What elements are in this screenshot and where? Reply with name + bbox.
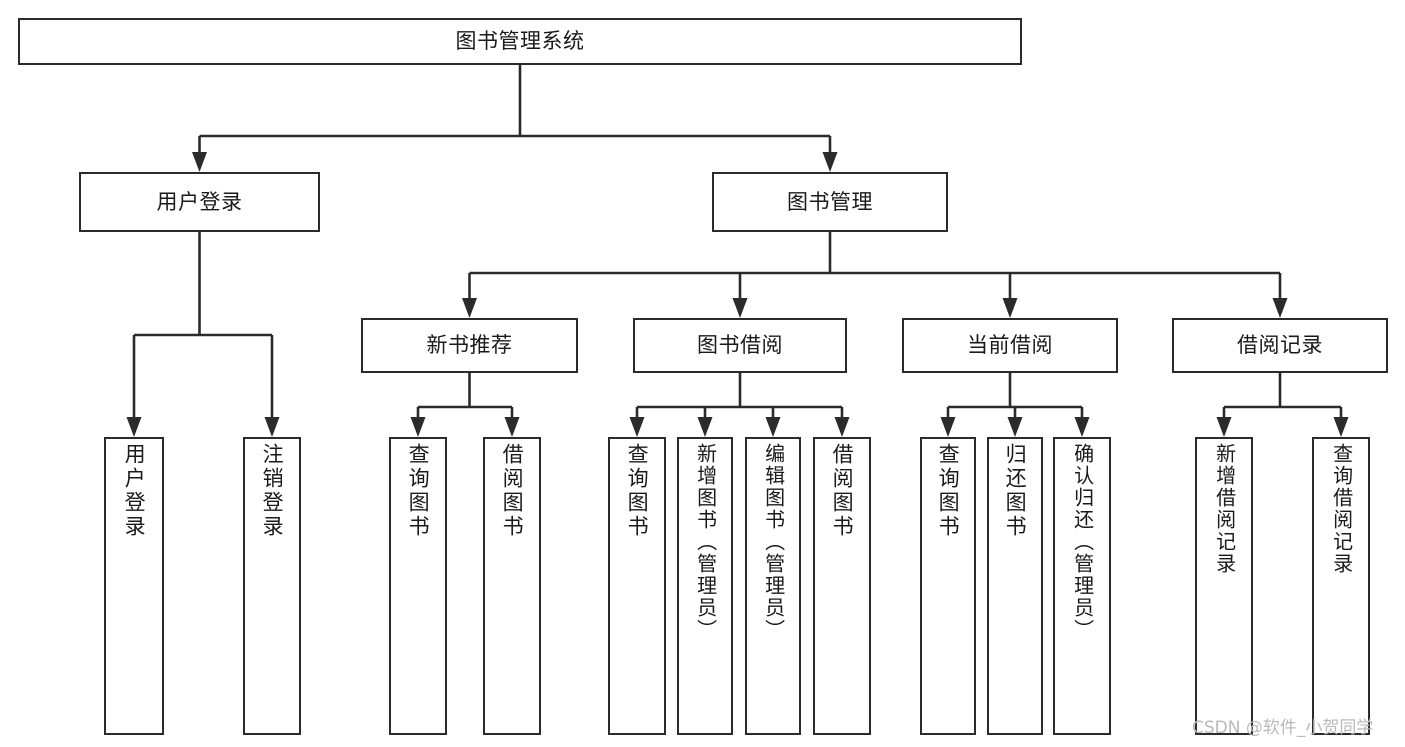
node-label: 查询借阅记录	[1329, 443, 1354, 575]
node-label: 用户登录	[156, 189, 243, 214]
node-label: 查询图书	[625, 443, 650, 539]
node-label: 确认归还（管理员）	[1070, 443, 1095, 641]
arrowhead-icon	[822, 152, 838, 172]
node-leaf-rec-2[interactable]: 查询借阅记录	[1312, 437, 1370, 735]
arrowhead-icon	[834, 417, 850, 437]
arrowhead-icon	[462, 298, 477, 318]
node-newbook[interactable]: 新书推荐	[361, 318, 578, 373]
node-bookmgmt[interactable]: 图书管理	[712, 172, 948, 232]
node-label: 图书管理系统	[455, 29, 585, 54]
node-label: 图书借阅	[697, 333, 783, 358]
node-label: 新增借阅记录	[1212, 443, 1237, 575]
arrowhead-icon	[940, 417, 956, 437]
arrowhead-icon	[765, 417, 781, 437]
node-leaf-borrow-1[interactable]: 查询图书	[608, 437, 666, 735]
arrowhead-icon	[732, 298, 748, 318]
node-label: 借阅图书	[500, 443, 525, 539]
arrowhead-icon	[1272, 298, 1288, 318]
arrowhead-icon	[410, 417, 426, 437]
arrowhead-icon	[1216, 417, 1232, 437]
arrowhead-icon	[504, 417, 520, 437]
node-label: 借阅记录	[1237, 333, 1323, 358]
watermark-text: CSDN @软件_小贺同学	[1192, 718, 1374, 738]
arrowhead-icon	[126, 417, 142, 437]
node-login[interactable]: 用户登录	[79, 172, 320, 232]
node-leaf-new-2[interactable]: 借阅图书	[483, 437, 541, 735]
arrowhead-icon	[1007, 417, 1023, 437]
node-leaf-borrow-3[interactable]: 编辑图书（管理员）	[745, 437, 801, 735]
node-label: 查询图书	[406, 443, 431, 539]
node-records[interactable]: 借阅记录	[1172, 318, 1388, 373]
node-label: 查询图书	[936, 443, 961, 539]
node-label: 借阅图书	[830, 443, 855, 539]
arrowhead-icon	[192, 152, 207, 172]
node-leaf-cur-1[interactable]: 查询图书	[920, 437, 976, 735]
arrowhead-icon	[1074, 417, 1090, 437]
node-label: 归还图书	[1003, 443, 1028, 539]
node-label: 新增图书（管理员）	[693, 443, 718, 641]
node-leaf-cur-2[interactable]: 归还图书	[987, 437, 1043, 735]
arrowhead-icon	[697, 417, 713, 437]
arrowhead-icon	[629, 417, 645, 437]
node-leaf-cur-3[interactable]: 确认归还（管理员）	[1053, 437, 1111, 735]
arrowhead-icon	[1333, 417, 1349, 437]
node-label: 编辑图书（管理员）	[761, 443, 786, 641]
node-leaf-new-1[interactable]: 查询图书	[389, 437, 447, 735]
node-label: 当前借阅	[967, 333, 1053, 358]
node-label: 图书管理	[787, 189, 873, 214]
node-current[interactable]: 当前借阅	[902, 318, 1118, 373]
arrowhead-icon	[264, 417, 280, 437]
node-label: 新书推荐	[426, 333, 513, 358]
node-label: 用户登录	[122, 443, 147, 539]
node-leaf-borrow-2[interactable]: 新增图书（管理员）	[677, 437, 733, 735]
arrowhead-icon	[1002, 298, 1018, 318]
node-label: 注销登录	[260, 443, 285, 539]
node-leaf-rec-1[interactable]: 新增借阅记录	[1195, 437, 1253, 735]
node-leaf-borrow-4[interactable]: 借阅图书	[813, 437, 871, 735]
node-root[interactable]: 图书管理系统	[18, 18, 1022, 65]
node-borrow[interactable]: 图书借阅	[633, 318, 847, 373]
node-leaf-login-1[interactable]: 用户登录	[104, 437, 164, 735]
node-leaf-login-2[interactable]: 注销登录	[243, 437, 301, 735]
